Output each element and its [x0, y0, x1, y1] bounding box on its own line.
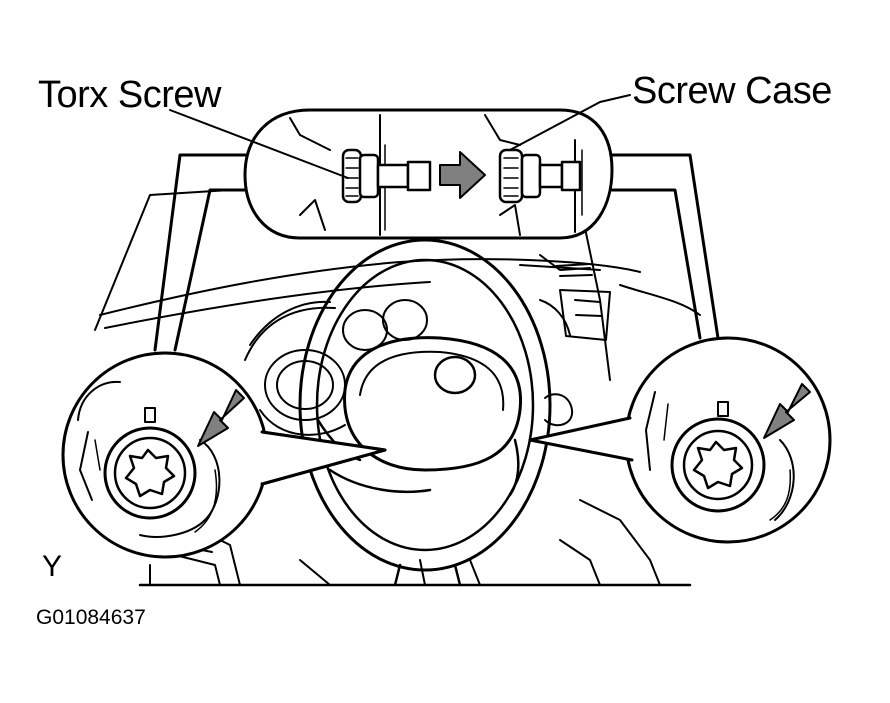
- figure-id-label: G01084637: [36, 606, 146, 629]
- label-leaders: [169, 94, 631, 179]
- right-zoom-callout: [528, 336, 832, 544]
- left-zoom-callout: [61, 351, 387, 559]
- screw-case-label: Screw Case: [632, 70, 832, 112]
- torx-screw-icon: [341, 148, 432, 204]
- screw-case-icon: [498, 148, 582, 204]
- torx-screw-label: Torx Screw: [38, 74, 221, 116]
- upper-callout: [153, 108, 720, 352]
- view-letter-label: Y: [42, 550, 63, 583]
- steering-wheel: [298, 238, 574, 587]
- install-direction-arrow-icon: [439, 151, 486, 199]
